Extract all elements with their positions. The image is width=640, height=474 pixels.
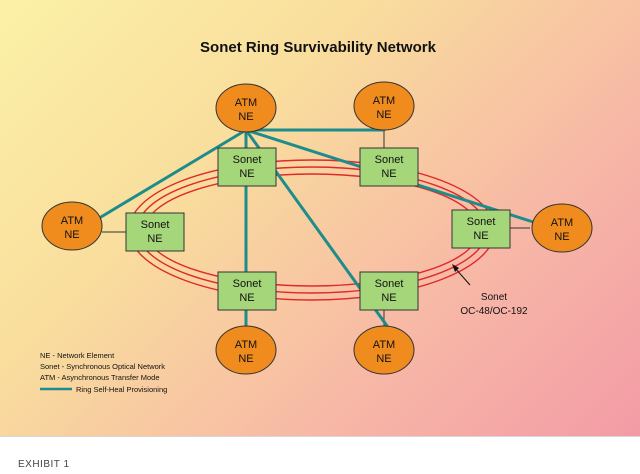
svg-text:Sonet: Sonet (467, 216, 496, 228)
sonet-top-right: Sonet NE (359, 147, 419, 187)
svg-text:NE: NE (554, 231, 569, 243)
svg-text:NE: NE (381, 292, 396, 304)
ring-annotation: Sonet OC-48/OC-192 (452, 264, 528, 317)
legend-line-label: Ring Self-Heal Provisioning (76, 385, 167, 394)
atm-right: ATM NE (531, 203, 593, 253)
svg-text:ATM: ATM (551, 217, 573, 229)
svg-text:Sonet: Sonet (141, 219, 170, 231)
legend-item-atm: ATM - Asynchronous Transfer Mode (40, 373, 160, 382)
svg-text:ATM: ATM (373, 95, 395, 107)
svg-text:Sonet: Sonet (375, 154, 404, 166)
svg-text:NE: NE (239, 168, 254, 180)
svg-text:Sonet: Sonet (233, 278, 262, 290)
annotation-arrowhead (452, 264, 459, 272)
svg-text:NE: NE (239, 292, 254, 304)
sonet-left: Sonet NE (125, 212, 185, 252)
diagram-title: Sonet Ring Survivability Network (200, 39, 437, 56)
svg-text:NE: NE (376, 353, 391, 365)
svg-text:NE: NE (64, 229, 79, 241)
sonet-bottom-left: Sonet NE (217, 271, 277, 311)
sonet-bottom-right: Sonet NE (359, 271, 419, 311)
atm-nodes: ATM NE ATM NE ATM NE ATM NE ATM NE (41, 81, 593, 375)
sonet-right: Sonet NE (451, 209, 511, 249)
svg-text:Sonet: Sonet (233, 154, 262, 166)
network-diagram: Sonet Ring Survivability Network (40, 39, 593, 394)
ring-inner (144, 173, 480, 287)
svg-text:ATM: ATM (235, 97, 257, 109)
atm-bottom-right: ATM NE (353, 325, 415, 375)
svg-text:NE: NE (238, 111, 253, 123)
diagram-figure: Sonet Ring Survivability Network (0, 0, 640, 436)
atm-bottom-left: ATM NE (215, 325, 277, 375)
svg-text:NE: NE (238, 353, 253, 365)
svg-text:NE: NE (376, 109, 391, 121)
svg-text:NE: NE (147, 233, 162, 245)
atm-top-left: ATM NE (215, 83, 277, 133)
svg-text:ATM: ATM (373, 339, 395, 351)
legend: NE - Network Element Sonet - Synchronous… (40, 351, 167, 394)
svg-text:NE: NE (381, 168, 396, 180)
svg-text:ATM: ATM (235, 339, 257, 351)
sonet-top-left: Sonet NE (217, 147, 277, 187)
annotation-line-2: OC-48/OC-192 (460, 306, 528, 317)
annotation-line-1: Sonet (481, 292, 507, 303)
svg-text:Sonet: Sonet (375, 278, 404, 290)
atm-left: ATM NE (41, 201, 103, 251)
ring-middle (136, 166, 488, 294)
svg-text:NE: NE (473, 230, 488, 242)
exhibit-caption: EXHIBIT 1 (18, 459, 70, 470)
atm-top-right: ATM NE (353, 81, 415, 131)
svg-text:ATM: ATM (61, 215, 83, 227)
annotation-arrow (454, 267, 471, 286)
prov-to-left (84, 128, 248, 228)
legend-item-ne: NE - Network Element (40, 351, 115, 360)
legend-item-sonet: Sonet - Synchronous Optical Network (40, 362, 165, 371)
sonet-nodes: Sonet NE Sonet NE Sonet NE Sonet NE Sone… (125, 147, 511, 311)
caption-bar: EXHIBIT 1 (0, 436, 640, 474)
